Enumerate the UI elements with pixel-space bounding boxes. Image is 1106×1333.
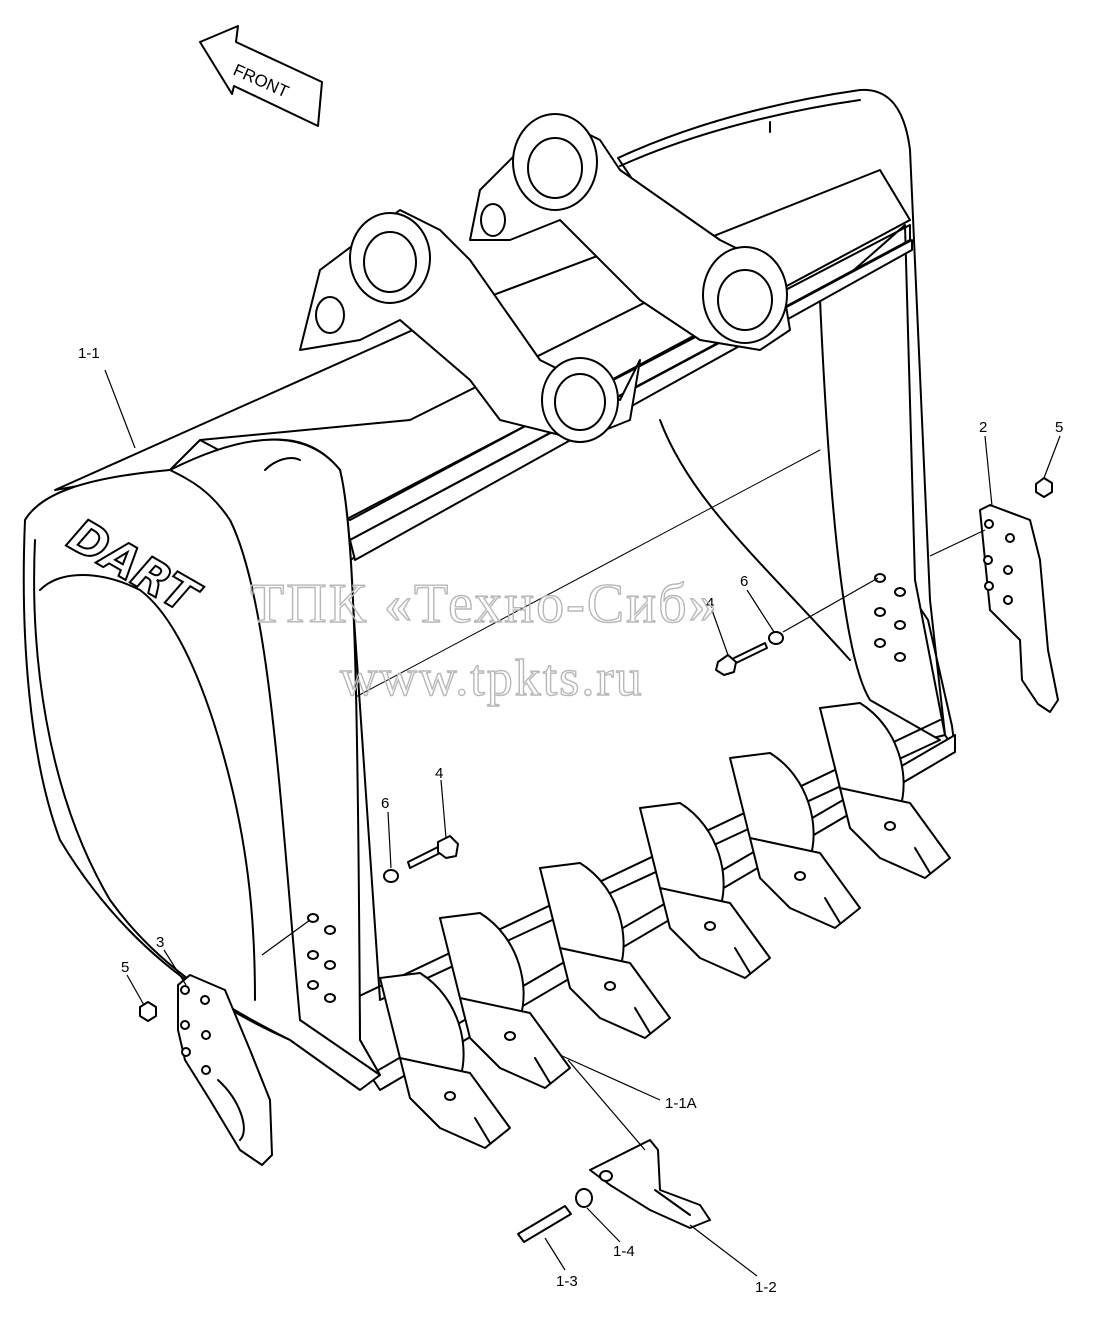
washer-left (383, 869, 399, 883)
side-cutter-left (177, 974, 273, 1166)
tooth-5 (729, 752, 861, 929)
callout-5-left: 5 (121, 959, 129, 976)
callout-6-right: 6 (740, 573, 748, 590)
pin (517, 1205, 572, 1243)
watermark-company: ТПК «Техно-Сиб» (250, 573, 719, 635)
nut-right (1035, 477, 1053, 498)
front-arrow: FRONT (199, 25, 323, 127)
linkage-bosses (299, 113, 791, 443)
right-side-holes (874, 573, 906, 662)
teeth-row (379, 702, 951, 1149)
left-side-holes (307, 913, 336, 1003)
tooth-2 (439, 912, 571, 1089)
callout-4-left: 4 (435, 765, 443, 782)
leader-lines (104, 369, 1061, 1277)
callout-1-1A: 1-1A (665, 1095, 697, 1112)
lock-washer (575, 1188, 593, 1208)
bolt-left (407, 835, 459, 869)
callout-4-right: 4 (706, 595, 714, 612)
watermark: ТПК «Техно-Сиб» www.tpkts.ru (249, 572, 719, 707)
callout-6-left: 6 (381, 795, 389, 812)
nut-left (139, 1001, 157, 1022)
callout-labels: 1-1 2 5 6 4 4 6 3 5 1-1A 1-4 1-3 1-2 (78, 345, 1063, 1296)
callout-1-4: 1-4 (613, 1243, 635, 1260)
callout-2: 2 (979, 419, 987, 436)
tooth-1 (379, 972, 511, 1149)
callout-3: 3 (156, 934, 164, 951)
tooth-4 (639, 802, 771, 979)
tooth-3 (539, 862, 671, 1039)
washer-right (768, 631, 784, 645)
side-cutter-right (979, 504, 1059, 713)
watermark-url: www.tpkts.ru (340, 650, 644, 707)
bolt-right (715, 642, 768, 676)
callout-1-2: 1-2 (755, 1279, 777, 1296)
tooth-6 (819, 702, 951, 879)
callout-5-right: 5 (1055, 419, 1063, 436)
callout-1-1: 1-1 (78, 345, 100, 362)
tooth-tip-exploded (589, 1139, 711, 1229)
callout-1-3: 1-3 (556, 1273, 578, 1290)
